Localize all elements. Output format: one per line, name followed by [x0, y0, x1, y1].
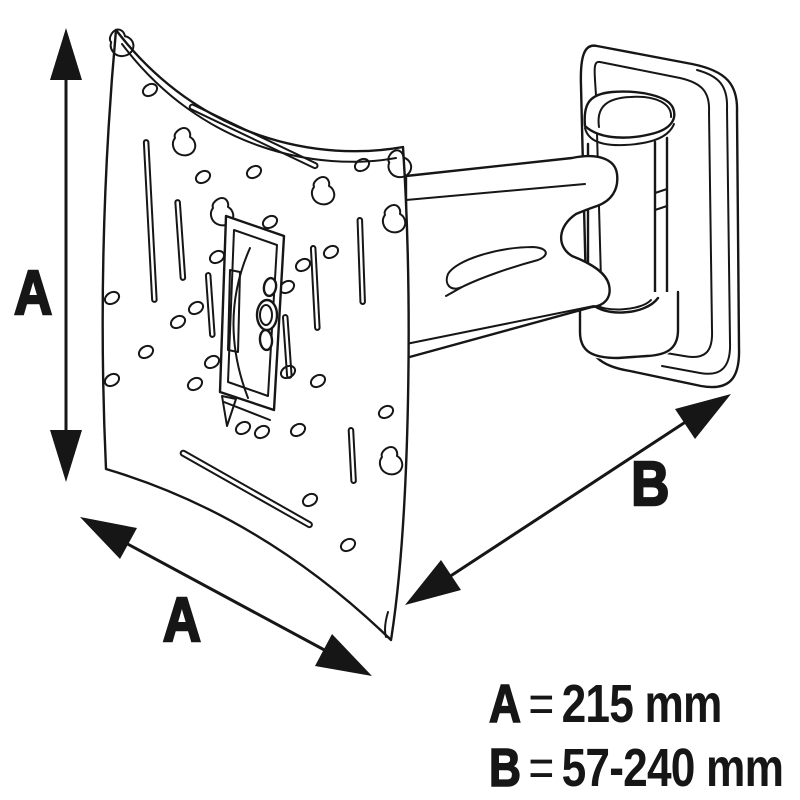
dimension-label-a-width: A — [163, 586, 201, 655]
arrow-head-up-icon — [50, 28, 82, 80]
hinge-top-cap-face — [597, 95, 673, 128]
slot — [204, 272, 216, 338]
dimension-label-a-vertical: A — [14, 259, 52, 328]
slot — [356, 217, 366, 305]
dimension-a-equals: = — [528, 674, 555, 734]
dimension-b-label: B — [488, 738, 521, 798]
recess-inner — [227, 229, 278, 397]
hinge-ring-lower — [654, 205, 668, 211]
dimension-arrow-b-depth — [405, 394, 731, 605]
slot-diagonal-bottom — [179, 449, 313, 529]
hinge-top-cap — [583, 90, 676, 139]
dimension-value-b: B=57-240 mm — [488, 738, 784, 798]
tilt-knob-inner — [259, 304, 273, 326]
latch-strip — [227, 269, 241, 353]
slot-diagonal-top — [188, 103, 319, 170]
slot — [347, 427, 357, 484]
dimension-label-b-depth: B — [631, 450, 669, 519]
wall-plate-thickness-line — [661, 69, 732, 375]
dimension-b-equals: = — [528, 738, 555, 798]
recess-outer — [218, 214, 286, 412]
adjustment-slots — [142, 103, 366, 529]
vesa-plate-corner-tick — [383, 611, 389, 638]
slot — [142, 139, 158, 303]
arrow-head-down-icon — [50, 430, 82, 482]
arrow-head-upleft-icon — [80, 517, 137, 559]
slot — [174, 199, 187, 281]
slot — [309, 245, 321, 331]
arrow-head-downleft-icon — [405, 560, 461, 605]
dimension-value-a: A=215 mm — [488, 674, 723, 734]
slot — [281, 314, 293, 379]
arm-emboss-teardrop — [445, 246, 547, 290]
dimension-b-value: 57-240 mm — [561, 738, 784, 798]
hinge-ring-upper — [654, 188, 668, 194]
recess-bottom-band — [223, 401, 271, 421]
dimension-arrow-a-vertical — [50, 28, 82, 482]
arrow-head-upright-icon — [675, 394, 731, 439]
dimension-arrow-a-width — [80, 517, 372, 676]
wall-plate-inner-outline — [593, 60, 714, 358]
dimension-a-value: 215 mm — [561, 674, 723, 734]
dimension-a-label: A — [488, 674, 521, 734]
vesa-plate — [101, 24, 415, 642]
arm-top-face-line — [405, 183, 586, 201]
tilt-mechanism — [218, 214, 286, 427]
recess-wedge — [221, 395, 237, 427]
arrow-shaft — [121, 539, 331, 655]
arrow-head-downright-icon — [315, 634, 372, 676]
hinge-bottom-bracket — [578, 290, 680, 360]
mounting-arm — [404, 154, 619, 360]
hinge-top-cap-rim — [584, 123, 675, 147]
arm-emboss-tail — [445, 286, 463, 297]
vesa-plate-top-inner-line — [121, 43, 397, 163]
arm-bottom-face-line — [405, 305, 595, 345]
wing-nut-lower-lobe — [258, 328, 274, 352]
arm-face — [404, 154, 619, 360]
tilt-guide-arc — [232, 247, 251, 399]
arrow-shaft — [448, 419, 688, 579]
wing-nut-upper-lobe — [262, 276, 278, 298]
